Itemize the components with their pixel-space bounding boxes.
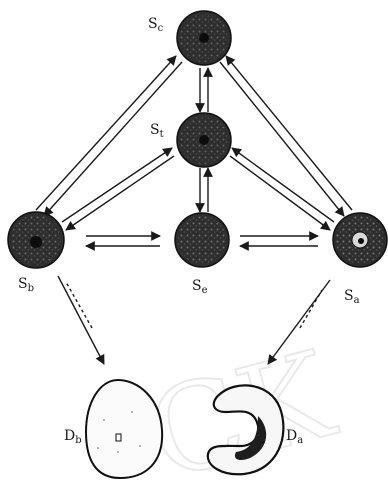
cell-st [177, 113, 231, 167]
cell-sa [333, 213, 387, 267]
arrow-da-to-sa-faint [300, 290, 322, 328]
arrows [36, 56, 352, 364]
label-sa: Sa [344, 288, 360, 306]
cell-sc [177, 11, 231, 65]
arrow-sc-to-sa [220, 62, 344, 216]
arrow-sb-to-st [62, 148, 172, 222]
arrow-db-to-sb-faint [66, 282, 92, 328]
arrow-sb-to-db [58, 276, 104, 364]
arrow-st-to-sa [230, 156, 330, 230]
label-se: Se [192, 278, 208, 296]
label-sb: Sb [18, 276, 34, 294]
label-st: St [150, 122, 164, 140]
arrow-st-to-sb [66, 156, 174, 230]
label-sc: Sc [148, 16, 164, 34]
arrow-sa-to-sc [226, 56, 352, 210]
label-db: Db [64, 428, 82, 446]
cell-se [175, 213, 229, 267]
cell-sb [8, 212, 64, 268]
